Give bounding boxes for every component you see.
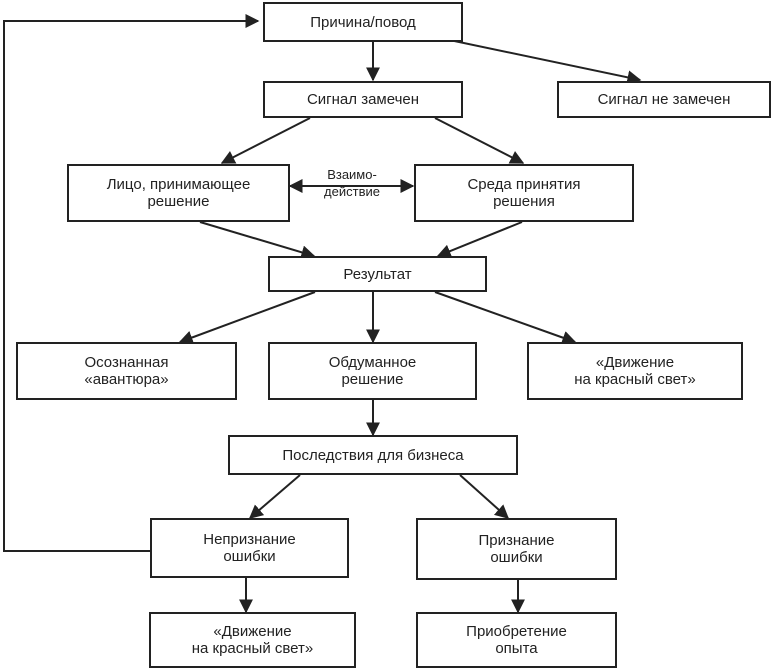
node-conscious-adventure: Осознанная «авантюра» xyxy=(16,342,237,400)
node-red-light-2: «Движение на красный свет» xyxy=(149,612,356,668)
arrow-consequences-to-recognition xyxy=(459,474,510,519)
node-non-recognition: Непризнание ошибки xyxy=(150,518,349,578)
arrow-result-to-conscious-adventure xyxy=(178,291,316,345)
node-recognition: Признание ошибки xyxy=(416,518,617,580)
arrow-signal-to-decision-maker xyxy=(220,117,311,164)
node-experience: Приобретение опыта xyxy=(416,612,617,668)
node-red-light: «Движение на красный свет» xyxy=(527,342,743,400)
arrow-decision-env-to-result xyxy=(436,221,523,258)
arrow-consequences-to-non-recognition xyxy=(248,474,301,519)
node-decision-env: Среда принятия решения xyxy=(414,164,634,222)
arrow-feedback-loop xyxy=(3,14,260,552)
node-result: Результат xyxy=(268,256,487,292)
interaction-label: Взаимо- действие xyxy=(324,167,380,199)
node-cause: Причина/повод xyxy=(263,2,463,42)
node-considered-decision: Обдуманное решение xyxy=(268,342,477,400)
node-decision-maker: Лицо, принимающее решение xyxy=(67,164,290,222)
node-signal-noticed: Сигнал замечен xyxy=(263,81,463,118)
arrow-result-to-red-light xyxy=(434,291,577,345)
arrow-decision-maker-to-result xyxy=(199,221,316,260)
arrow-signal-to-decision-env xyxy=(434,117,525,164)
node-consequences: Последствия для бизнеса xyxy=(228,435,518,475)
node-signal-not-noticed: Сигнал не замечен xyxy=(557,81,771,118)
arrow-cause-to-signal-not-noticed xyxy=(439,37,642,85)
